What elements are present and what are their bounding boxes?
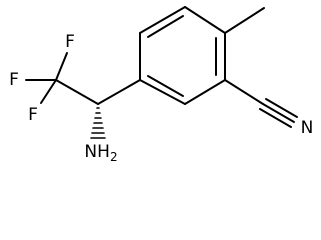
ring-bond [184, 79, 226, 105]
nitrile-triple-bond [262, 103, 295, 123]
fluorine-top-label: F [65, 32, 75, 52]
c-f-bond-bottom [40, 79, 57, 104]
amine-label: NH2 [84, 142, 117, 164]
fluorine-bottom-label: F [28, 105, 38, 125]
nitrile-triple-bond [259, 108, 292, 128]
ring-double-bond [147, 75, 184, 97]
nitrile-triple-bond [265, 98, 298, 118]
ring-bond [139, 6, 186, 34]
ring-bond [139, 79, 186, 105]
c-f-bond-top [55, 52, 68, 81]
fluorine-left-label: F [9, 70, 19, 90]
ring-to-chiral-carbon-bond [97, 79, 141, 105]
ring-to-nitrile-carbon-bond [224, 79, 264, 105]
molecule-structure: N F F F NH2 [9, 6, 314, 164]
ring-bond [184, 6, 226, 34]
chiral-to-cf3-bond [55, 79, 99, 105]
amine-hydrogen-count: 2 [110, 150, 118, 164]
nitrile-group: N [224, 79, 314, 138]
methyl-bond [224, 7, 265, 34]
hashed-wedge-bond [90, 107, 106, 139]
amine-hydrogen-label: H [97, 142, 110, 162]
ring-double-bond [147, 15, 184, 38]
amine-nitrogen-label: N [84, 142, 97, 162]
benzene-ring [139, 6, 226, 105]
nitrile-nitrogen-label: N [301, 118, 314, 138]
trifluoroethylamine-group: F F F NH2 [9, 32, 141, 164]
